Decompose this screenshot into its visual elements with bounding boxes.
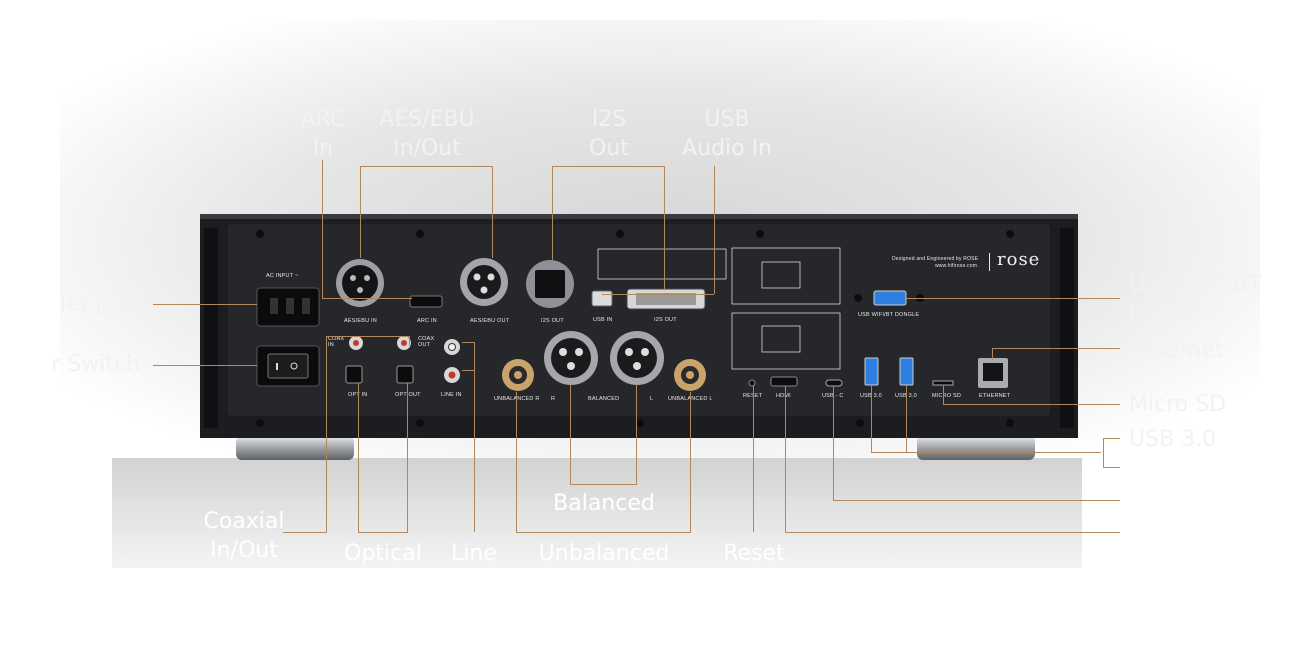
callout-optical: Optical [344,541,422,566]
balanced-l-xlr [610,331,664,385]
left-foot [236,436,354,460]
panel-label-balanced: BALANCED [588,396,620,402]
usb-c-port [825,379,843,387]
credit-line-2: www.hifirose.com [935,263,978,269]
callout-reset: Reset [723,541,785,566]
callout-power-switch: r Switch [51,352,140,377]
callout-line: Line [451,541,497,566]
opt-out-port [396,365,414,384]
panel-label-ac-input: AC INPUT ~ [266,273,299,279]
power-switch [256,345,320,387]
logo-divider [989,253,990,271]
aes-ebu-out-connector [460,258,508,306]
panel-label-coax-in: COAX IN [328,336,345,348]
usb-3-0-port-b [899,357,914,386]
panel-label-i2s-out-dvi: I2S OUT [654,317,677,323]
callout-ethernet: Ethernet [1129,338,1224,363]
micro-sd-slot [932,380,954,386]
usb-wifi-bt-port [873,290,907,306]
callout-usb-3-0: USB 3.0 [1129,427,1217,452]
line-in-rca-white [444,339,460,355]
panel-label-usb-wifi-bt: USB WIFI/BT DONGLE [858,312,920,318]
i2s-out-rj45 [526,260,574,308]
balanced-r-xlr [544,331,598,385]
callout-inlet-jack: let Jack [59,292,140,317]
panel-label-coax-out: COAX OUT [418,336,435,348]
panel-label-reset: RESET [743,393,762,399]
callout-unbalanced: Unbalanced [538,541,670,566]
callout-micro-sd: Micro SD [1129,392,1227,417]
coax-in-rca [349,336,363,350]
callout-balanced: Balanced [553,491,655,516]
unbalanced-l-rca [674,359,706,391]
hdmi-port [770,376,798,387]
panel-label-i2s-out: I2S OUT [541,318,564,324]
panel-label-r: R [551,396,556,402]
panel-label-arc-in: ARC IN [417,318,437,324]
panel-label-usb-3-0-a: USB 3.0 [860,393,882,399]
panel-label-hdmi: HDMI [776,393,791,399]
panel-label-ethernet: ETHERNET [979,393,1011,399]
usb-3-0-port-a [864,357,879,386]
opt-in-port [345,365,363,384]
reset-button [748,379,756,387]
ac-inlet-jack [256,287,320,327]
panel-label-micro-sd: MICRO SD [932,393,962,399]
line-in-rca-red [444,367,460,383]
panel-label-usb-in: USB IN [593,317,613,323]
coax-out-rca [397,336,411,350]
credit-line-1: Designed and Engineered by ROSE [892,256,979,262]
panel-label-line-in: LINE IN [441,392,462,398]
right-foot [917,436,1035,460]
panel-label-aes-ebu-in: AES/EBU IN [344,318,377,324]
unbalanced-r-rca [502,359,534,391]
panel-label-usb-3-0-b: USB 3.0 [895,393,917,399]
aes-ebu-in-connector [336,259,384,307]
ethernet-port [978,358,1008,388]
panel-label-opt-in: OPT IN [348,392,368,398]
brand-logo: rose [997,249,1041,270]
arc-in-port [409,295,443,308]
panel-label-l: L [650,396,654,402]
panel-label-usb-c: USB - C [822,393,844,399]
panel-label-aes-ebu-out: AES/EBU OUT [470,318,510,324]
